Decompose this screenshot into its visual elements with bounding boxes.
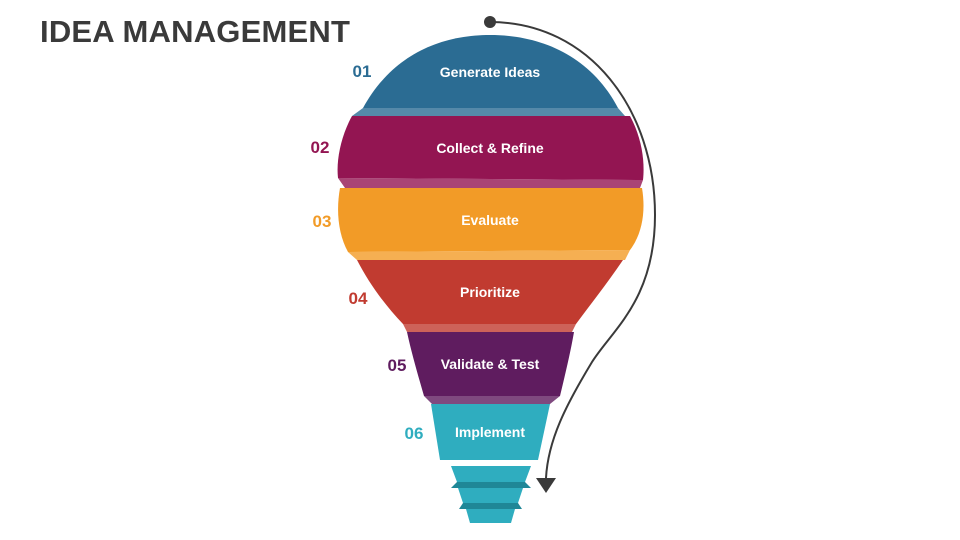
layer-collect-refine[interactable]: Collect & Refine	[337, 116, 644, 188]
layer-shape	[357, 260, 623, 324]
layer-evaluate[interactable]: Evaluate	[338, 188, 644, 260]
layer-validate-test[interactable]: Validate & Test	[407, 332, 574, 404]
step-number: 02	[311, 138, 330, 157]
layer-generate-ideas[interactable]: Generate Ideas	[352, 35, 625, 116]
base-ring	[466, 509, 515, 523]
step-number: 03	[313, 212, 332, 231]
layer-prioritize[interactable]: Prioritize	[357, 260, 623, 332]
layer-shadow	[403, 324, 576, 332]
step-number: 05	[388, 356, 407, 375]
bulb-base	[451, 466, 531, 523]
layer-shape	[431, 404, 550, 460]
step-number: 04	[349, 289, 368, 308]
layer-label: Implement	[455, 424, 525, 440]
layer-label: Validate & Test	[441, 356, 540, 372]
layer-shadow	[348, 250, 630, 260]
base-ring	[451, 466, 531, 482]
layer-implement[interactable]: Implement	[431, 404, 550, 460]
layer-shape	[363, 35, 618, 108]
arrowhead-icon	[536, 478, 556, 493]
step-number: 01	[353, 62, 372, 81]
layer-label: Generate Ideas	[440, 64, 541, 80]
curved-arrow-icon	[489, 21, 657, 479]
step-number: 06	[405, 424, 424, 443]
layer-shadow	[424, 396, 560, 404]
slide-title: IDEA MANAGEMENT	[40, 14, 351, 49]
layer-shadow	[338, 178, 643, 188]
base-ring-shadow	[459, 503, 522, 509]
layer-label: Evaluate	[461, 212, 519, 228]
layer-shape	[338, 188, 644, 252]
layer-shadow	[352, 108, 625, 116]
layer-label: Collect & Refine	[436, 140, 544, 156]
layer-shape	[337, 116, 644, 180]
base-ring	[458, 488, 523, 503]
base-ring-shadow	[451, 482, 531, 488]
layer-label: Prioritize	[460, 284, 520, 300]
layer-shape	[407, 332, 574, 396]
